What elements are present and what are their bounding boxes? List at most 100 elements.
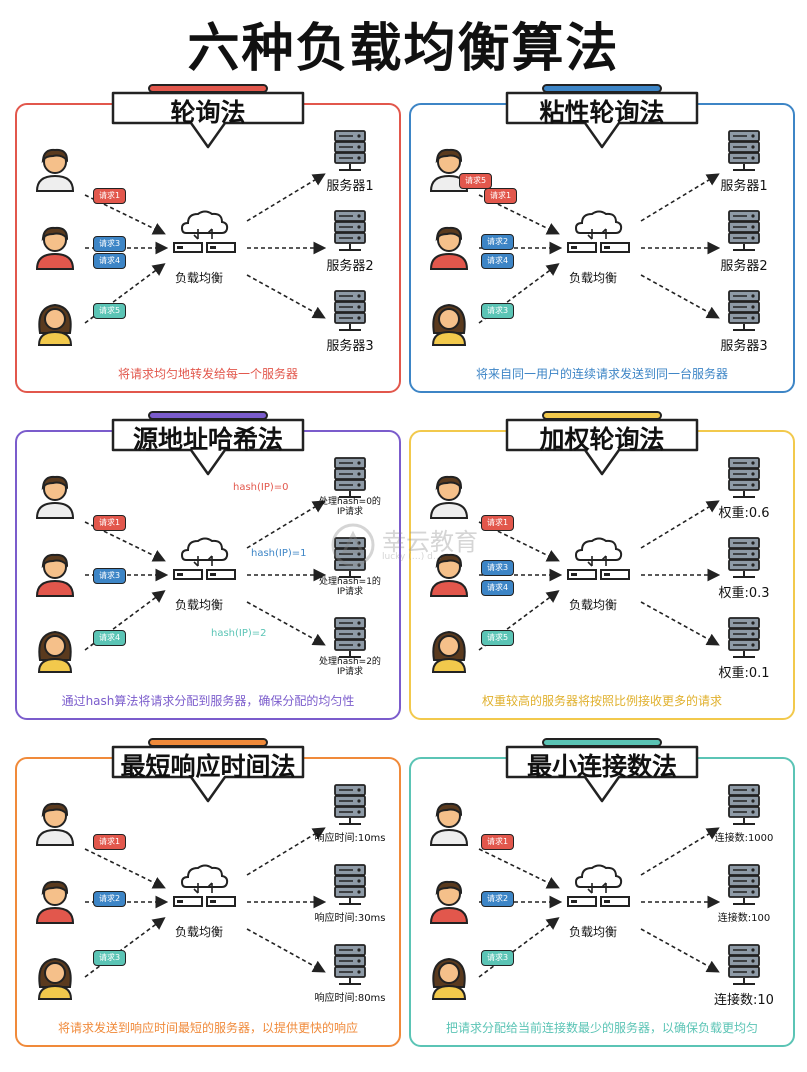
server-label: 服务器2 xyxy=(720,259,768,274)
request-tag: 请求3 xyxy=(93,568,127,584)
request-tag: 请求4 xyxy=(93,630,127,646)
load-balancer-label: 负载均衡 xyxy=(569,598,618,612)
watermark: 幸云教育 lucky (…) d… xyxy=(330,522,520,570)
panel-title: 加权轮询法 xyxy=(539,425,665,454)
panel-source-ip-hash: 源地址哈希法 负载均衡 xyxy=(15,411,401,720)
user-icon xyxy=(427,145,471,193)
panel-least-response-time: 最短响应时间法 负载均衡 xyxy=(15,738,401,1047)
request-tag: 请求4 xyxy=(481,580,515,596)
server-label: 权重:0.3 xyxy=(718,586,770,601)
title-bubble xyxy=(505,745,699,803)
hash-label: hash(IP)=0 xyxy=(233,482,289,493)
user-icon xyxy=(33,877,77,925)
watermark-subtext: lucky (…) d… xyxy=(382,552,442,562)
server-icon xyxy=(725,536,763,580)
server-label: 服务器1 xyxy=(326,179,374,194)
load-balancer-label: 负载均衡 xyxy=(569,925,618,939)
server-icon xyxy=(725,289,763,333)
page-title: 六种负载均衡算法 xyxy=(187,19,620,79)
request-tag: 请求2 xyxy=(93,891,127,907)
load-balancer-icon xyxy=(564,203,634,273)
panel-caption: 把请求分配给当前连接数最少的服务器，以确保负载更均匀 xyxy=(445,1021,758,1035)
server-label: 响应时间:30ms xyxy=(314,913,386,924)
user-icon xyxy=(427,877,471,925)
request-arrow xyxy=(640,601,720,646)
request-tag: 请求1 xyxy=(484,188,518,204)
request-tag: 请求5 xyxy=(459,173,493,189)
server-icon xyxy=(725,616,763,660)
server-label: 权重:0.1 xyxy=(718,666,770,681)
user-icon xyxy=(33,145,77,193)
panel-title: 源地址哈希法 xyxy=(132,425,283,454)
server-label: 服务器2 xyxy=(326,259,374,274)
server-icon xyxy=(725,209,763,253)
request-arrow xyxy=(246,173,326,222)
panel-round-robin: 轮询法 负载均衡 xyxy=(15,84,401,393)
user-icon xyxy=(427,799,471,847)
load-balancer-label: 负载均衡 xyxy=(175,925,224,939)
user-icon xyxy=(33,472,77,520)
panel-arrows xyxy=(478,827,721,978)
user-icon xyxy=(33,223,77,271)
request-arrow xyxy=(246,827,326,876)
server-icon xyxy=(725,943,763,987)
watermark-text: 幸云教育 xyxy=(382,528,478,556)
request-arrow xyxy=(640,274,720,319)
load-balancer-icon xyxy=(564,530,634,600)
request-arrow xyxy=(640,173,720,222)
request-arrow xyxy=(640,928,720,973)
title-bubble xyxy=(505,418,699,476)
server-label: 连接数:100 xyxy=(717,913,771,924)
load-balancer-icon xyxy=(170,857,240,927)
server-icon xyxy=(331,289,369,333)
user-icon xyxy=(427,223,471,271)
request-tag: 请求3 xyxy=(93,236,127,252)
request-tag: 请求4 xyxy=(93,253,127,269)
load-balancer-label: 负载均衡 xyxy=(175,598,224,612)
request-tag: 请求1 xyxy=(481,834,515,850)
load-balancer-label: 负载均衡 xyxy=(569,271,618,285)
request-arrow xyxy=(84,848,166,889)
hash-label: hash(IP)=1 xyxy=(251,548,307,559)
user-icon xyxy=(33,626,77,674)
user-icon xyxy=(427,472,471,520)
hash-label: hash(IP)=2 xyxy=(211,628,267,639)
load-balancer-label: 负载均衡 xyxy=(175,271,224,285)
server-label: 权重:0.6 xyxy=(718,506,770,521)
request-arrow xyxy=(246,928,326,973)
title-bubble xyxy=(505,91,699,149)
request-arrow xyxy=(478,848,560,889)
panel-arrows xyxy=(84,173,327,324)
request-tag: 请求2 xyxy=(481,891,515,907)
user-icon xyxy=(427,626,471,674)
load-balancer-icon xyxy=(170,203,240,273)
server-icon xyxy=(725,783,763,827)
panel-caption: 将来自同一用户的连续请求发送到同一台服务器 xyxy=(475,367,728,381)
user-icon xyxy=(33,550,77,598)
request-tag: 请求5 xyxy=(481,630,515,646)
request-tag: 请求5 xyxy=(93,303,127,319)
panel-arrows xyxy=(84,827,327,978)
watermark-logo-icon xyxy=(331,523,375,567)
request-arrow xyxy=(246,274,326,319)
server-label: 连接数:1000 xyxy=(714,833,774,844)
server-icon xyxy=(331,783,369,827)
server-label: 服务器3 xyxy=(326,339,374,354)
panel-title: 最小连接数法 xyxy=(526,752,677,781)
request-arrow xyxy=(246,601,326,646)
user-icon xyxy=(33,953,77,1001)
server-label: 响应时间:80ms xyxy=(314,993,386,1004)
panel-caption: 将请求发送到响应时间最短的服务器，以提供更快的响应 xyxy=(57,1021,358,1035)
request-tag: 请求2 xyxy=(481,234,515,250)
request-arrow xyxy=(640,500,720,549)
server-icon xyxy=(331,209,369,253)
panel-caption: 通过hash算法将请求分配到服务器，确保分配的均匀性 xyxy=(61,694,355,708)
server-label: 服务器3 xyxy=(720,339,768,354)
server-icon xyxy=(725,129,763,173)
user-icon xyxy=(427,953,471,1001)
request-tag: 请求1 xyxy=(93,188,127,204)
panel-sticky-round-robin: 粘性轮询法 负载均衡 xyxy=(409,84,795,393)
